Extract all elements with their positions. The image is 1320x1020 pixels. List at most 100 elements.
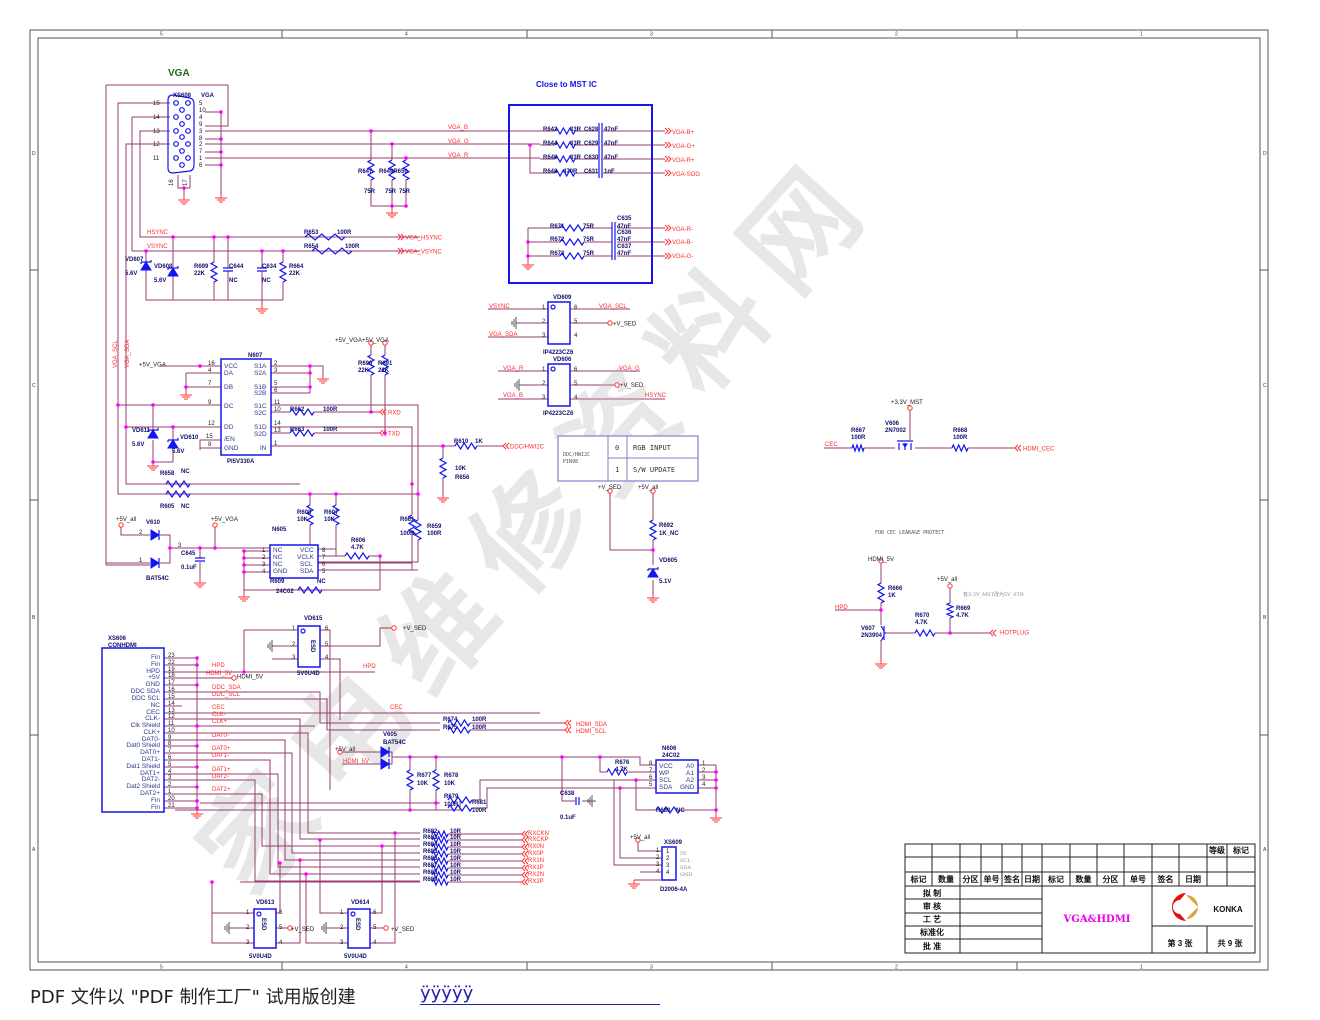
component-label: NC <box>229 278 238 284</box>
component-label: R672 <box>550 237 565 243</box>
pin-name: VCC <box>224 363 238 370</box>
component-label: 10K <box>444 781 456 787</box>
pin-number: 4 <box>208 368 212 374</box>
ground-icon <box>522 261 534 270</box>
diode-icon <box>380 746 390 758</box>
pin-number: 3 <box>199 129 203 135</box>
junction-dot <box>195 785 199 789</box>
net-label: VGA-R+ <box>672 158 695 164</box>
component-label: R679 <box>444 794 459 800</box>
pin-name: Fin <box>151 661 160 668</box>
junction-dot <box>151 403 155 407</box>
pin-number: 4 <box>656 869 660 875</box>
resistor-icon <box>876 582 886 604</box>
pin-name: S1A <box>254 363 267 370</box>
frame-marker: B <box>1263 615 1267 621</box>
zener-diode-icon <box>140 261 152 271</box>
pin-name: Fin <box>151 804 160 811</box>
wire <box>175 756 656 811</box>
wire <box>305 833 396 944</box>
component-label: R673 <box>550 251 565 257</box>
junction-dot <box>948 631 952 635</box>
connector-pin-icon <box>185 100 191 106</box>
junction-dot <box>393 831 397 835</box>
net-label: RX0N <box>528 844 544 850</box>
component-label: XS606 <box>108 636 127 642</box>
pdf-footer-link[interactable]: ÿÿÿÿÿ <box>420 983 660 1005</box>
component-label: 10R <box>450 870 462 876</box>
title-block-text: 标准化 <box>919 927 944 937</box>
component-label: NC <box>262 278 271 284</box>
pin-number: 1 <box>542 367 546 373</box>
net-label: DAT1+ <box>212 767 231 773</box>
pin-number: 5 <box>274 381 278 387</box>
net-label: HDMI_SCL <box>576 729 607 735</box>
ground-icon <box>511 317 520 329</box>
power-port-icon <box>650 488 656 494</box>
net-label: CLK+ <box>212 719 228 725</box>
component-label: 5.6V <box>132 442 144 448</box>
connector-pin-icon <box>185 114 191 120</box>
component-label: 100R <box>323 407 338 413</box>
net-port-icon <box>989 629 997 637</box>
net-label: RXCKN <box>528 831 549 837</box>
pin-number: 1 <box>199 156 203 162</box>
net-label: HDMI_SDA <box>576 722 607 728</box>
component-label: 1nF <box>604 169 615 175</box>
pin-number: +5V_all <box>638 485 658 491</box>
component-label: 47nF <box>617 237 631 243</box>
net-label: VGA_G <box>448 139 469 145</box>
junction-dot <box>182 186 186 190</box>
pin-number: 5 <box>199 101 203 107</box>
net-label: RX2N <box>528 872 544 878</box>
component-label: R644 <box>543 141 558 147</box>
pin-number: 13 <box>153 129 160 135</box>
zener-diode-icon <box>167 439 179 449</box>
component-label: R658 <box>160 471 175 477</box>
pin-number: 1 <box>262 548 266 554</box>
watermark: 家电维修资料网 <box>174 129 901 917</box>
pin-number: 7 <box>199 149 203 155</box>
frame-marker: 4 <box>405 32 408 38</box>
junction-dot <box>408 808 412 812</box>
net-port-icon <box>379 429 387 437</box>
component-label: R677 <box>417 773 432 779</box>
net-label: VGA_B <box>503 393 523 399</box>
resistor-icon <box>431 835 449 845</box>
resistor-icon <box>945 602 955 619</box>
pin-number: 1 <box>666 849 670 855</box>
resistor-icon <box>405 769 415 791</box>
pin-number: 3 <box>168 775 172 781</box>
resistor-icon <box>304 233 346 241</box>
junction-dot <box>278 861 282 865</box>
junction-dot <box>116 403 120 407</box>
wire <box>197 671 540 731</box>
pin-number: +V_SED <box>403 626 427 632</box>
section-title: VGA <box>168 68 190 79</box>
net-port-icon <box>664 252 672 260</box>
diode-icon <box>150 529 160 541</box>
section-title: Close to MST IC <box>536 80 597 89</box>
frame-marker: 5 <box>160 965 163 971</box>
component-label: VD614 <box>351 900 370 906</box>
net-port-icon <box>521 850 529 858</box>
component-label: 470R <box>563 169 578 175</box>
note-text: SDA <box>680 865 691 871</box>
frame-marker: 5 <box>160 32 163 38</box>
pin-number: 2 <box>199 142 203 148</box>
wire <box>470 722 565 731</box>
net-label: HDMI_5V <box>343 759 369 765</box>
component-label: VD611 <box>132 428 151 434</box>
resistor-icon <box>554 126 576 136</box>
pin-name: SDA <box>659 784 673 791</box>
pin-number: 3 <box>666 863 670 869</box>
net-port-icon <box>397 247 405 255</box>
junction-dot <box>242 670 246 674</box>
junction-dot <box>434 755 438 759</box>
pin-name: CEC <box>146 709 160 716</box>
wire <box>488 308 630 338</box>
power-port-icon <box>635 837 641 843</box>
pin-name: NC <box>273 561 283 568</box>
pin-number: 3 <box>702 775 706 781</box>
pin-number: 13 <box>274 428 281 434</box>
